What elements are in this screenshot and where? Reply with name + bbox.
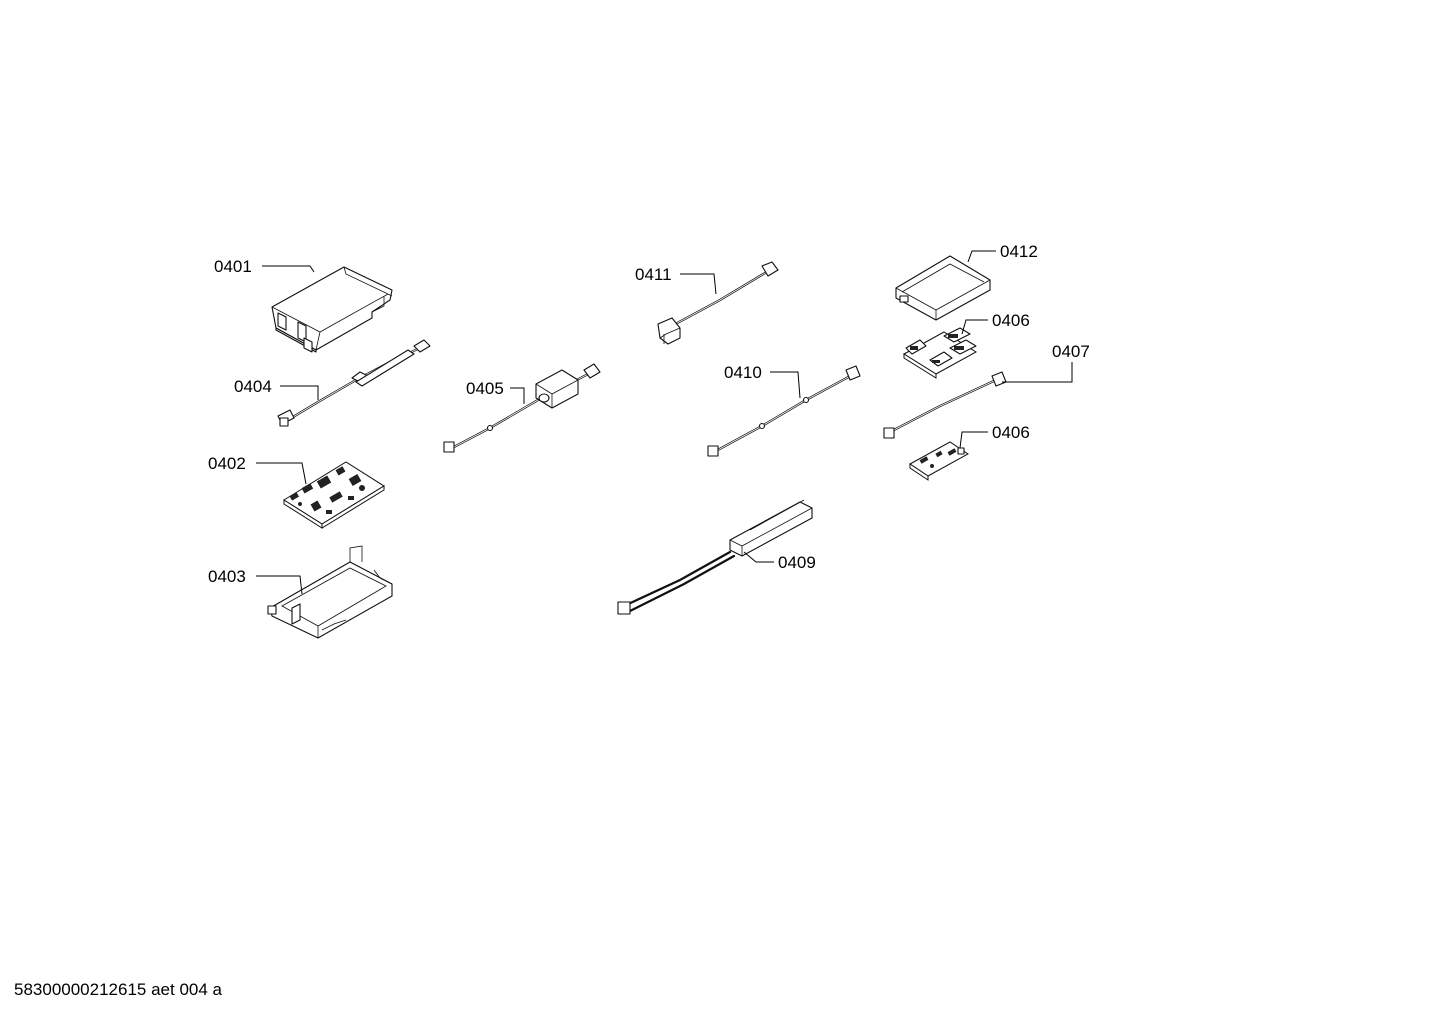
drawing-code: 58300000212615 aet 004 a (14, 980, 222, 999)
part-0410[interactable] (707, 365, 861, 457)
part-0411[interactable] (657, 261, 779, 345)
label-0404: 0404 (234, 377, 272, 396)
part-0405[interactable] (443, 363, 601, 453)
label-0401: 0401 (214, 257, 252, 276)
label-0411: 0411 (635, 265, 672, 284)
part-0402[interactable] (283, 461, 385, 529)
label-0402: 0402 (208, 454, 246, 473)
label-0407: 0406 (992, 311, 1030, 330)
label-0408: 0407 (1052, 342, 1090, 361)
part-0404[interactable] (277, 339, 431, 427)
part-0408[interactable] (883, 371, 1007, 439)
part-0406[interactable] (909, 441, 969, 481)
label-0409: 0409 (778, 553, 816, 572)
part-0401[interactable] (271, 266, 393, 353)
label-0405: 0405 (466, 379, 504, 398)
part-0412[interactable] (895, 255, 991, 321)
label-0403: 0403 (208, 567, 246, 586)
label-0410: 0410 (724, 363, 762, 382)
part-0407[interactable] (903, 327, 977, 379)
label-0406: 0406 (992, 423, 1030, 442)
part-0403[interactable] (267, 545, 393, 639)
part-0409[interactable] (617, 499, 813, 615)
label-0412: 0412 (1000, 242, 1038, 261)
